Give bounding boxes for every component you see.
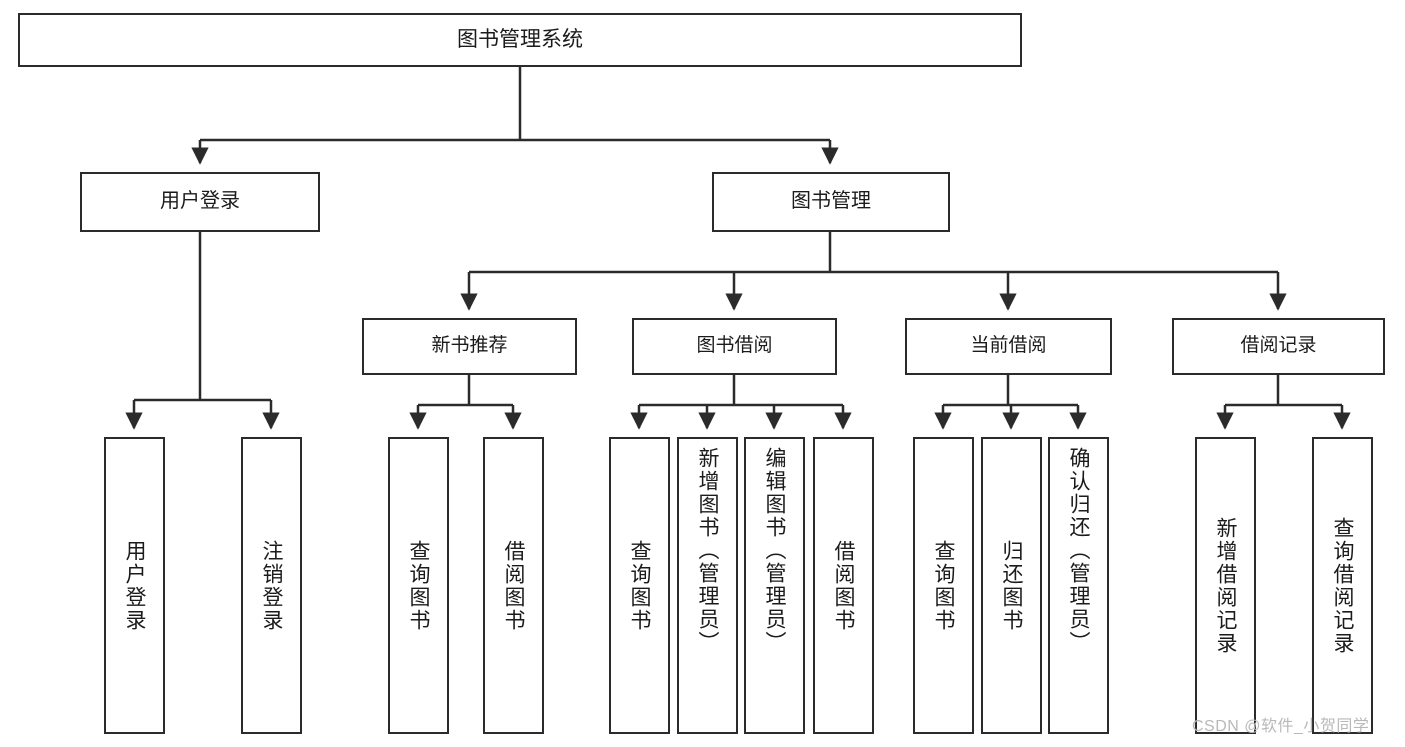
node-borrow-record[interactable]: 借阅记录 [1172,318,1385,375]
node-label: 归还图书 [1000,539,1023,632]
leaf-book-borrow-add-book-admin[interactable]: 新增图书（管理员） [677,437,738,734]
node-label: 查询图书 [407,539,430,632]
node-label: 图书借阅 [696,335,773,357]
node-label: 查询图书 [628,539,651,632]
node-label: 用户登录 [123,539,146,632]
leaf-book-borrow-edit-book-admin[interactable]: 编辑图书（管理员） [744,437,805,734]
node-label: 借阅图书 [832,539,855,632]
node-label: 借阅图书 [502,539,525,632]
node-label: 查询借阅记录 [1331,516,1354,655]
leaf-book-borrow-borrow-book[interactable]: 借阅图书 [813,437,874,734]
node-label: 新增借阅记录 [1214,516,1237,655]
leaf-new-book-query-book[interactable]: 查询图书 [388,437,449,734]
node-current-borrow[interactable]: 当前借阅 [905,318,1112,375]
node-label: 查询图书 [932,539,955,632]
leaf-borrow-record-query-record[interactable]: 查询借阅记录 [1312,437,1373,734]
node-label: 确认归还（管理员） [1067,447,1090,654]
node-label: 注销登录 [260,539,283,632]
node-label: 编辑图书（管理员） [763,447,786,654]
leaf-user-login-login[interactable]: 用户登录 [104,437,165,734]
node-label: 图书管理 [791,190,871,213]
node-label: 新增图书（管理员） [696,447,719,654]
leaf-book-borrow-query-book[interactable]: 查询图书 [609,437,670,734]
node-book-borrow[interactable]: 图书借阅 [632,318,837,375]
node-user-login[interactable]: 用户登录 [80,172,320,232]
node-label: 用户登录 [160,190,240,213]
leaf-current-borrow-confirm-return-admin[interactable]: 确认归还（管理员） [1048,437,1109,734]
leaf-new-book-borrow-book[interactable]: 借阅图书 [483,437,544,734]
leaf-current-borrow-return-book[interactable]: 归还图书 [981,437,1042,734]
node-label: 新书推荐 [431,335,508,357]
node-label: 借阅记录 [1240,335,1317,357]
csdn-watermark: CSDN @软件_小贺同学 [1192,718,1370,735]
node-label: 当前借阅 [970,335,1047,357]
leaf-current-borrow-query-book[interactable]: 查询图书 [913,437,974,734]
leaf-borrow-record-add-record[interactable]: 新增借阅记录 [1195,437,1256,734]
node-label: 图书管理系统 [457,27,583,51]
leaf-user-login-logout[interactable]: 注销登录 [241,437,302,734]
node-book-management-system[interactable]: 图书管理系统 [18,13,1022,67]
node-book-management[interactable]: 图书管理 [712,172,950,232]
node-new-book-recommend[interactable]: 新书推荐 [362,318,577,375]
